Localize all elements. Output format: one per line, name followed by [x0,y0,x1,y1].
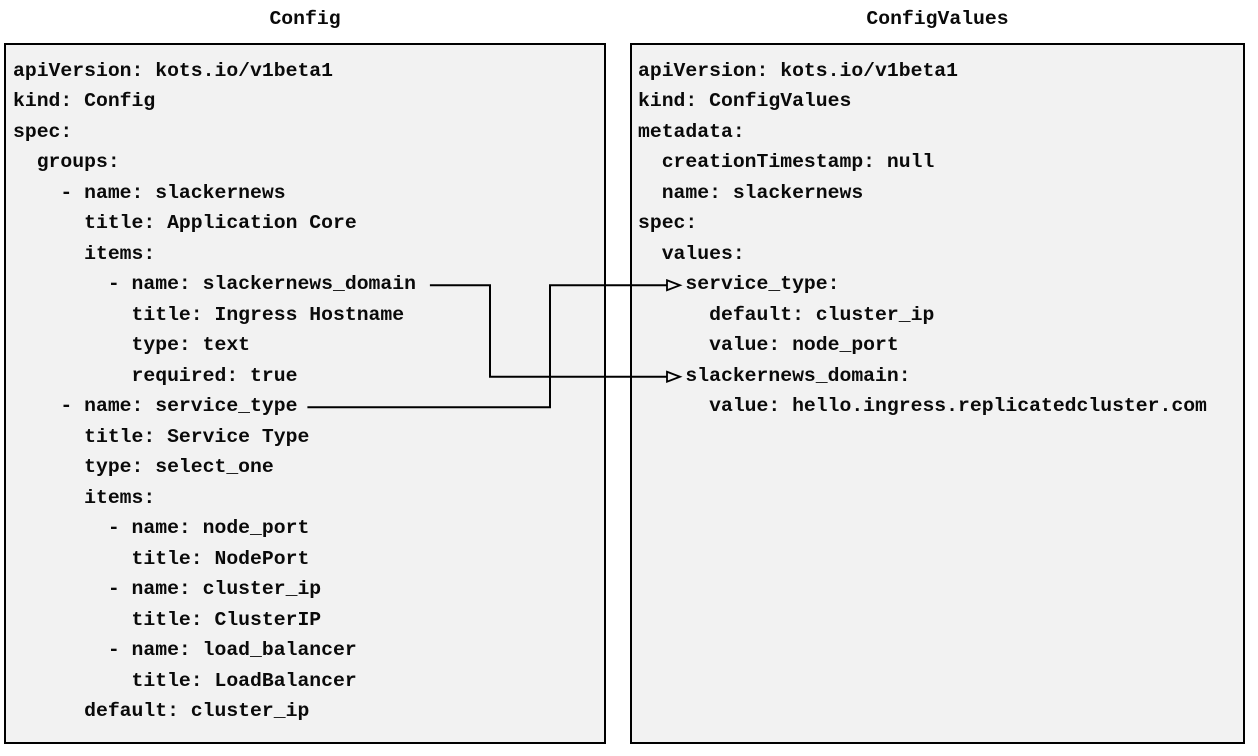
config-yaml-code: apiVersion: kots.io/v1beta1 kind: Config… [13,59,416,723]
configvalues-yaml-code: apiVersion: kots.io/v1beta1 kind: Config… [638,59,1207,418]
configvalues-panel-title: ConfigValues [866,8,1009,30]
configvalues-panel: apiVersion: kots.io/v1beta1 kind: Config… [630,43,1245,744]
config-panel-title: Config [269,8,341,30]
config-panel: apiVersion: kots.io/v1beta1 kind: Config… [4,43,606,744]
